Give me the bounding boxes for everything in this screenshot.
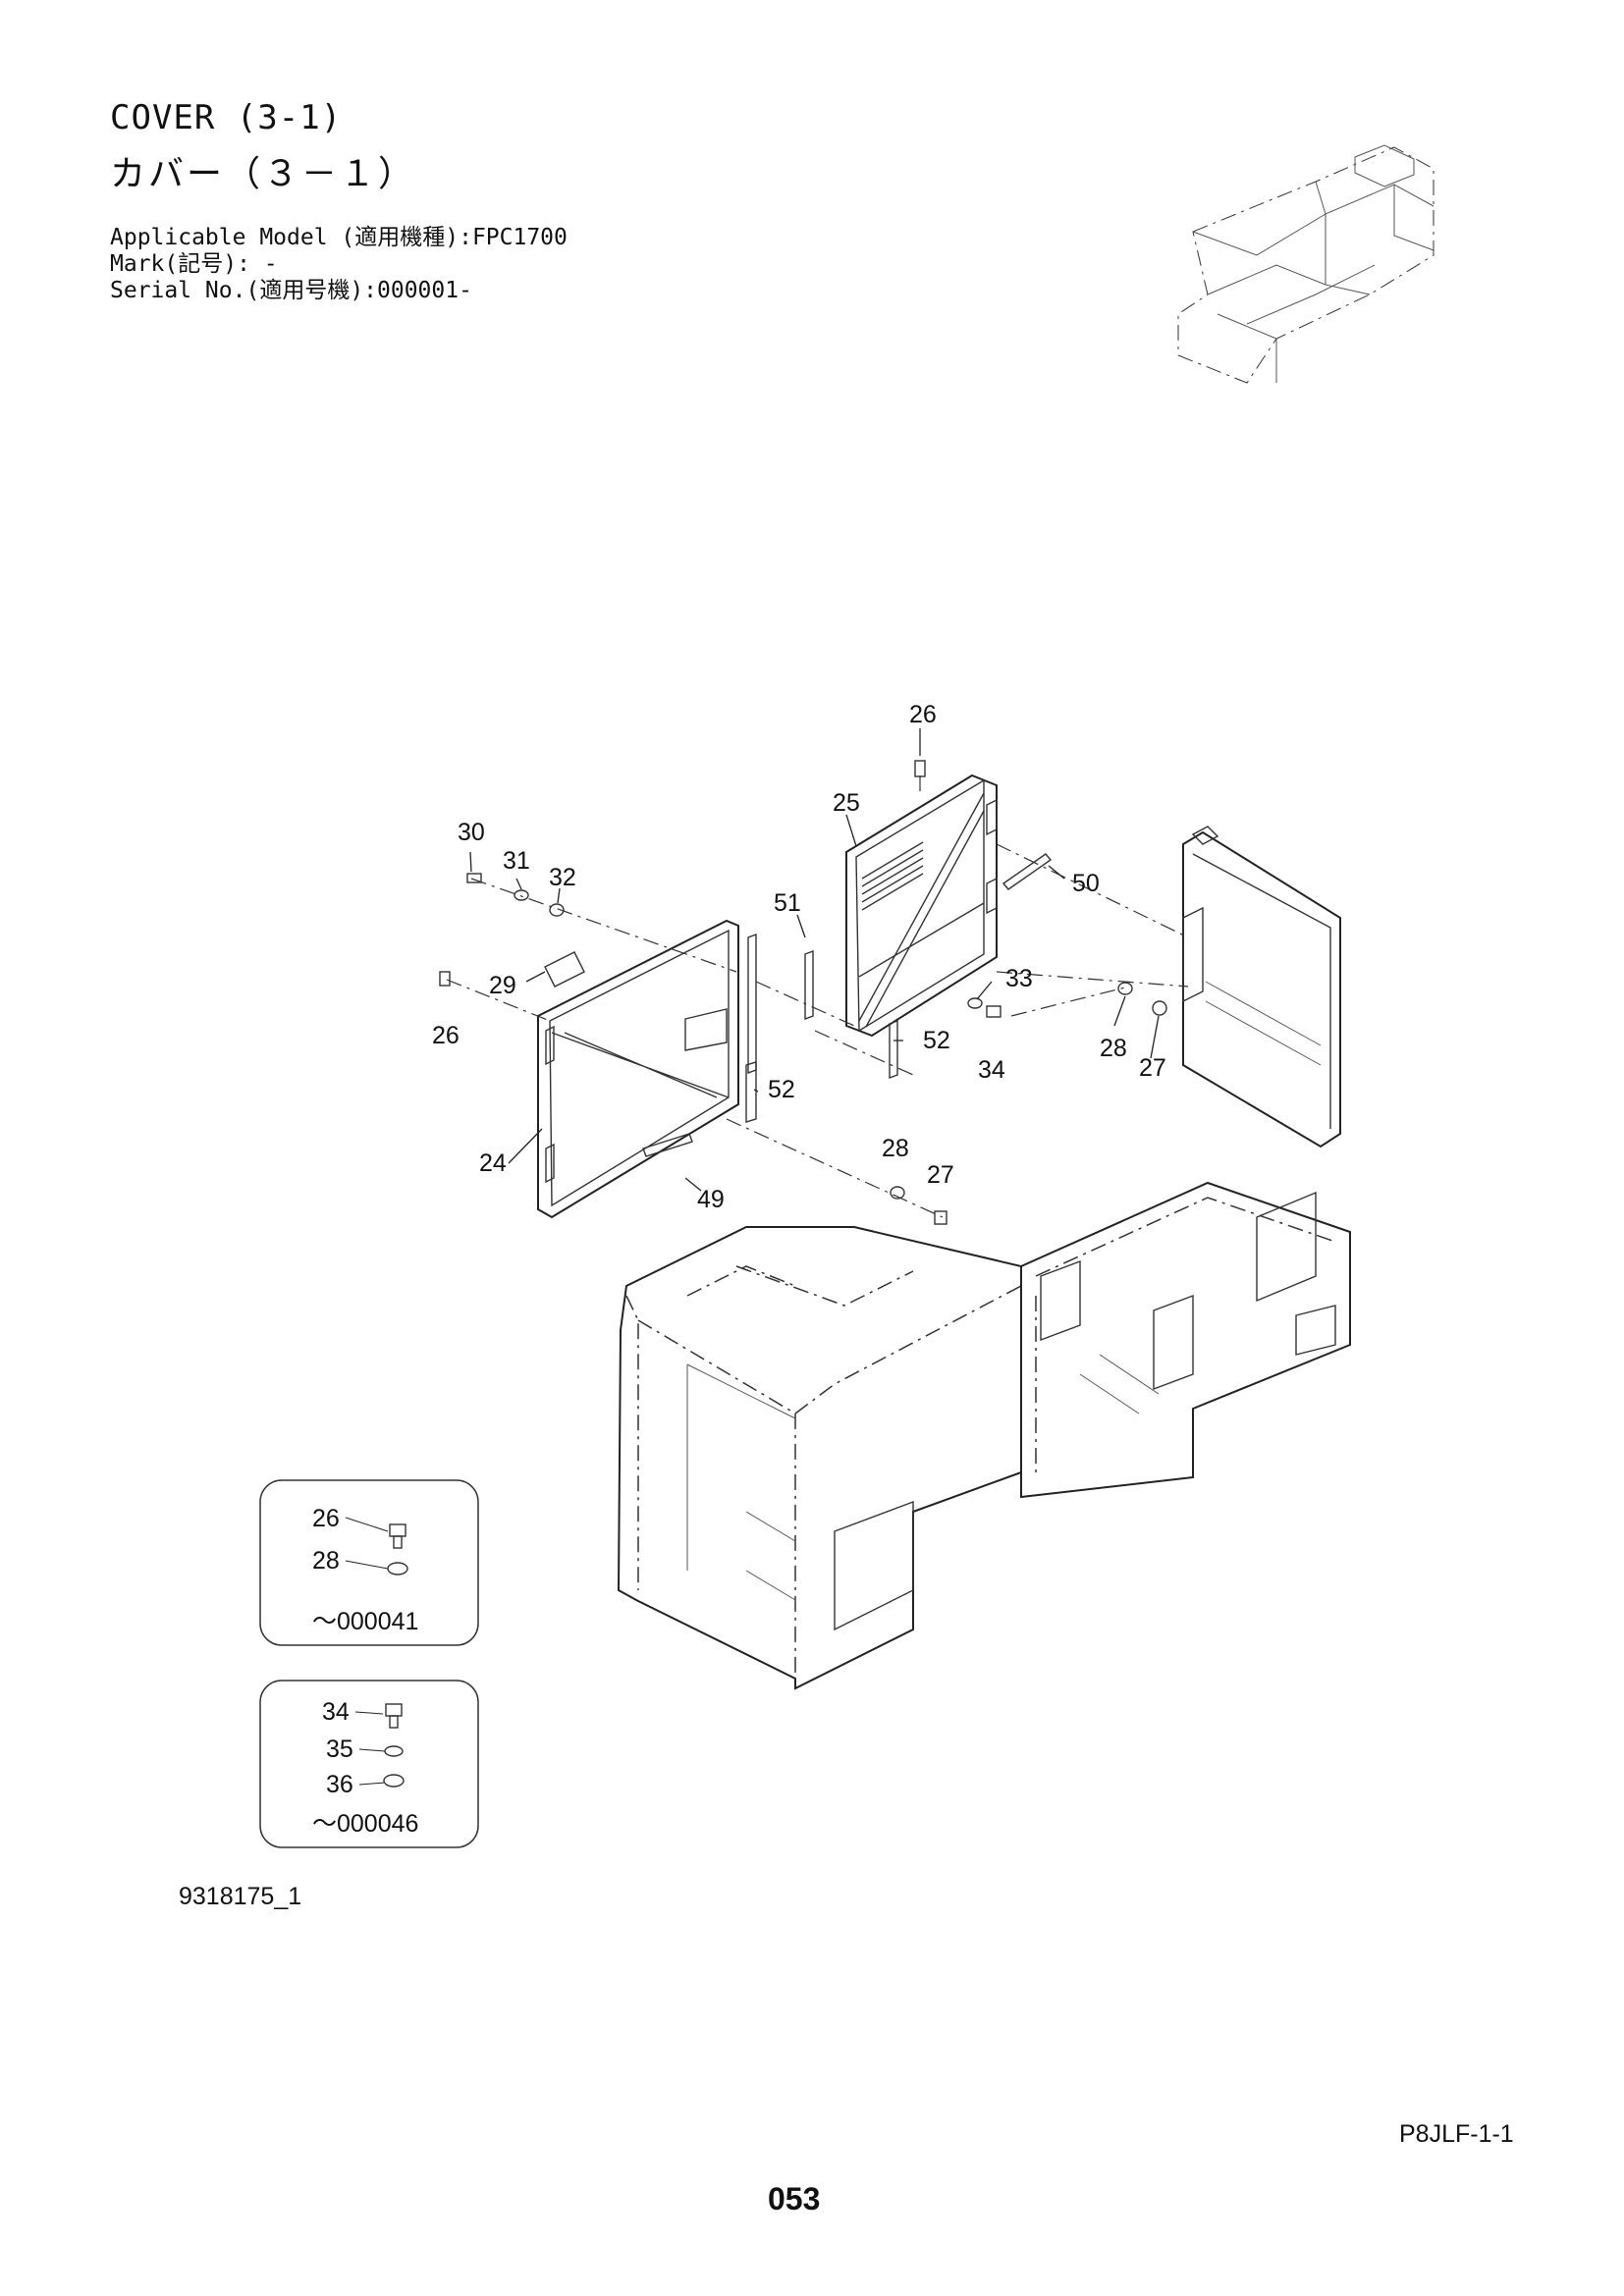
inset2-part-36: 36 xyxy=(326,1771,353,1798)
inset-box-2: 34 35 36 ～000046 xyxy=(259,1680,479,1848)
callout-33: 33 xyxy=(1005,965,1033,992)
callout-28: 28 xyxy=(1100,1035,1127,1062)
inset1-part-28: 28 xyxy=(312,1547,340,1575)
callout-25: 25 xyxy=(833,789,860,817)
callout-24: 24 xyxy=(479,1149,507,1177)
callout-31: 31 xyxy=(503,847,530,875)
part-25-door-panel xyxy=(845,774,998,1038)
inset2-range: ～000046 xyxy=(312,1810,418,1838)
callout-30: 30 xyxy=(458,819,485,846)
document-id: 9318175_1 xyxy=(179,1883,302,1910)
callout-27: 27 xyxy=(927,1161,954,1189)
part-24-door-frame xyxy=(537,919,739,1219)
machine-frame xyxy=(617,1181,1351,1690)
callout-52: 52 xyxy=(923,1027,950,1054)
callout-51: 51 xyxy=(774,889,801,917)
inset1-part-26: 26 xyxy=(312,1505,340,1532)
callout-28: 28 xyxy=(882,1135,909,1162)
callout-32: 32 xyxy=(549,864,576,891)
mark: Mark(記号): - xyxy=(110,251,278,277)
callout-29: 29 xyxy=(489,972,516,999)
inset2-part-35: 35 xyxy=(326,1735,353,1763)
callout-50: 50 xyxy=(1072,870,1100,897)
page-number: 053 xyxy=(768,2181,821,2216)
assembly-lines xyxy=(446,775,1189,1218)
page-code: P8JLF-1-1 xyxy=(1399,2120,1514,2148)
applicable-model: Applicable Model (適用機種):FPC1700 xyxy=(110,225,568,250)
callout-34: 34 xyxy=(978,1056,1005,1084)
callout-26: 26 xyxy=(432,1022,460,1049)
callout-52: 52 xyxy=(768,1076,795,1103)
page-title-jp: カバー（３－１） xyxy=(110,154,417,194)
leader-lines xyxy=(469,728,1160,1192)
inset2-part-34: 34 xyxy=(322,1698,350,1726)
serial-no: Serial No.(適用号機):000001- xyxy=(110,278,472,303)
inset1-range: ～000041 xyxy=(312,1608,418,1635)
inset-box-1: 26 28 ～000041 xyxy=(259,1479,479,1646)
callout-49: 49 xyxy=(697,1186,725,1213)
callout-26: 26 xyxy=(909,701,937,728)
right-side-panel xyxy=(1182,826,1341,1148)
locator-thumbnail xyxy=(1177,144,1435,384)
page-title-en: COVER (3-1) xyxy=(110,98,343,137)
hardware-parts xyxy=(439,760,1167,1225)
callout-27: 27 xyxy=(1139,1054,1166,1082)
